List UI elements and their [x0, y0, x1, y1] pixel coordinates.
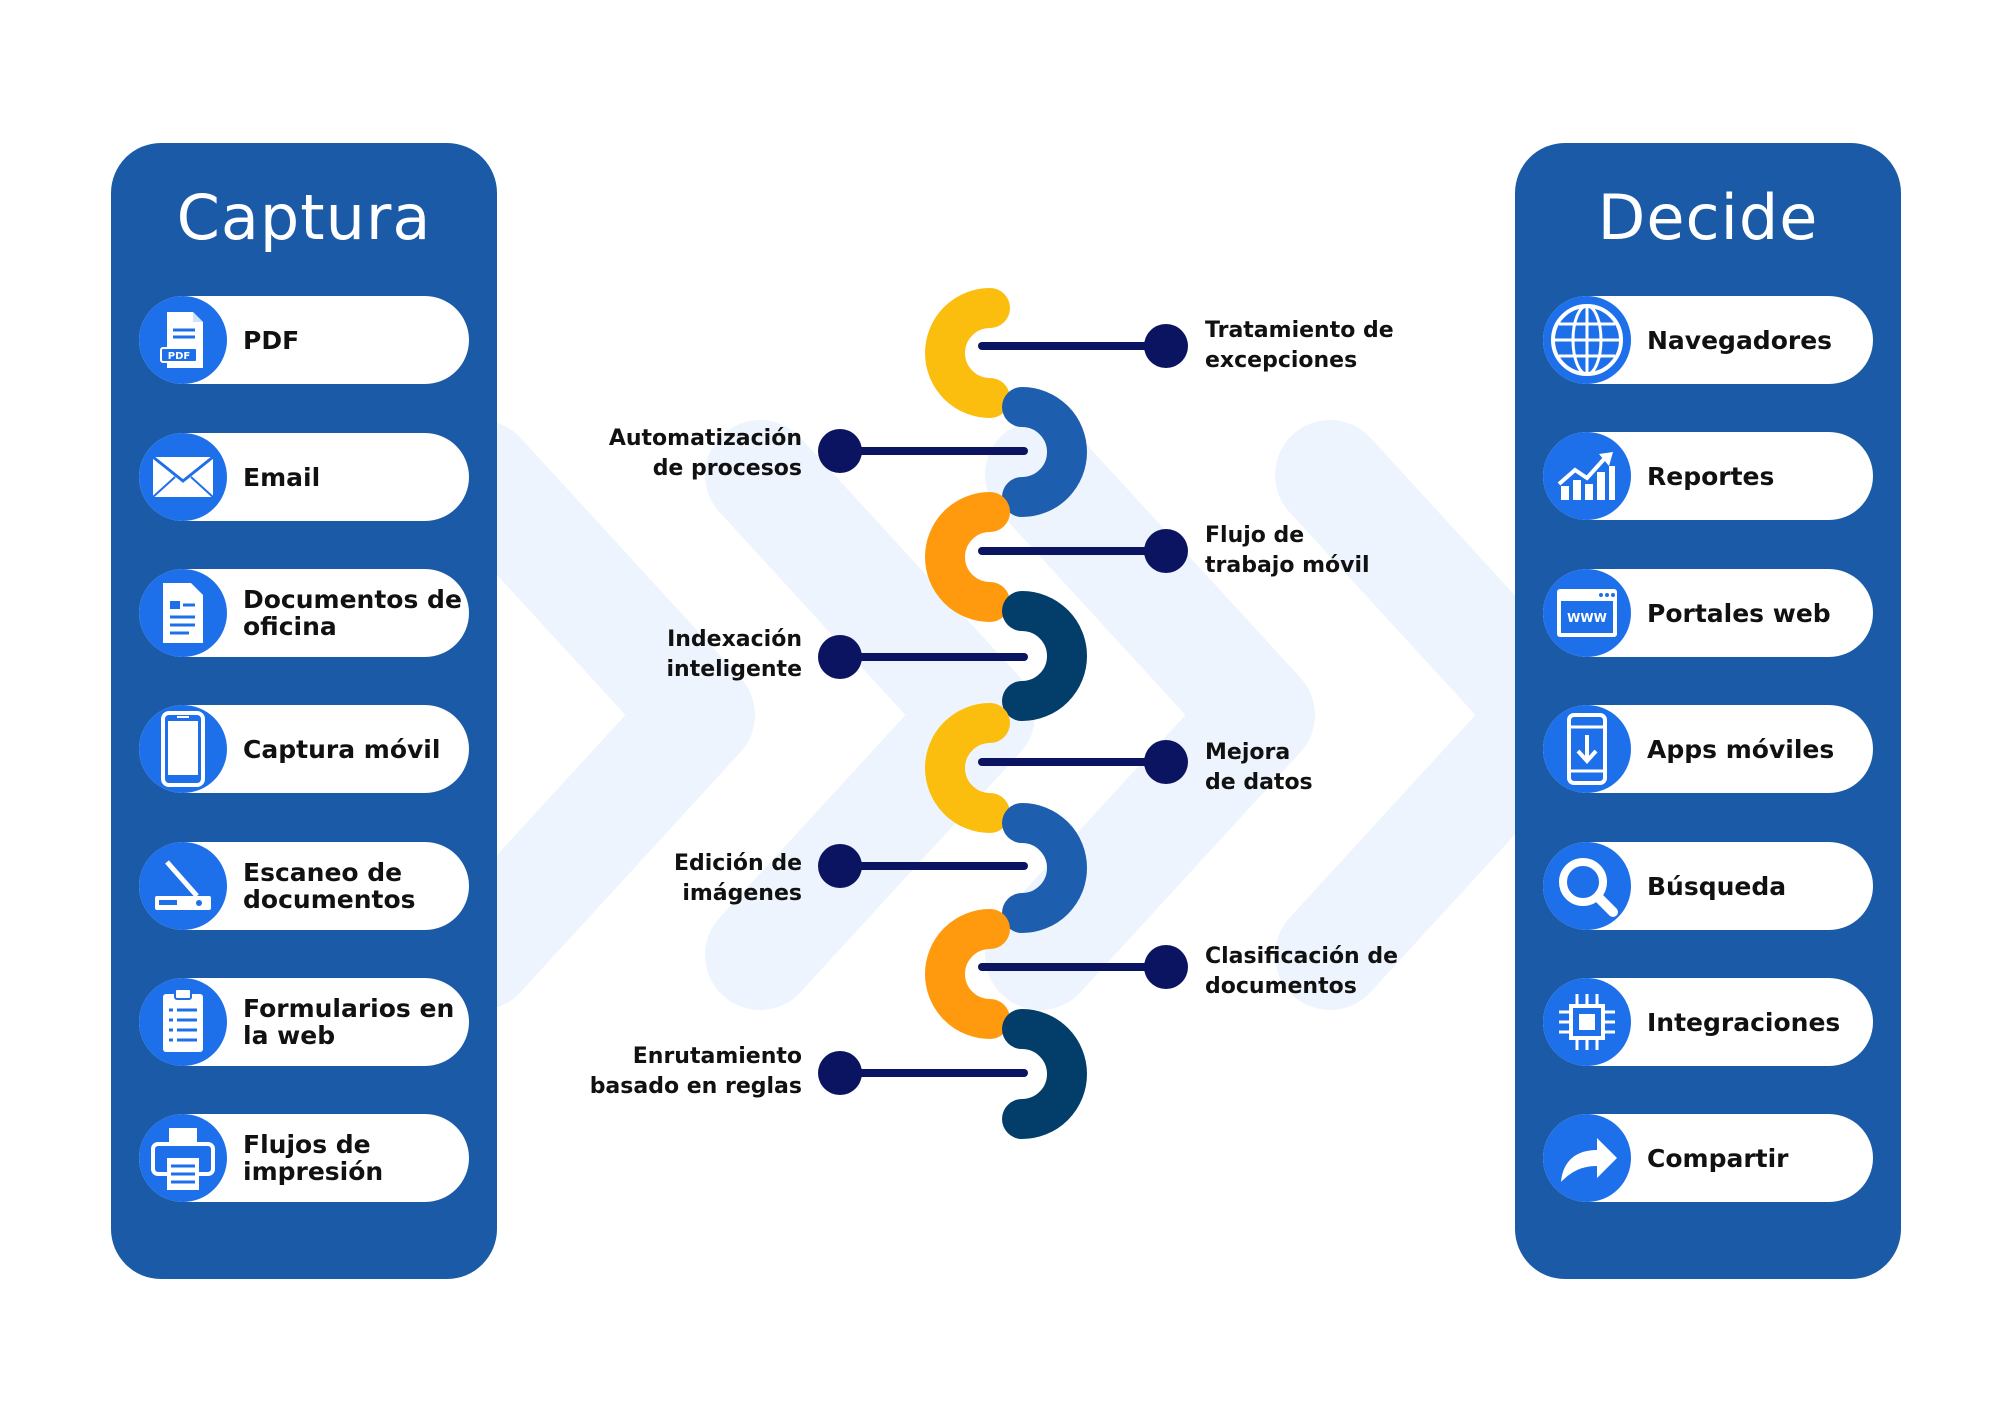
decide-item-search: Búsqueda: [1543, 842, 1873, 930]
svg-text:PDF: PDF: [168, 351, 190, 362]
decide-item-web-portals: WWW Portales web: [1543, 569, 1873, 657]
envelope-icon: [139, 433, 227, 521]
step-label-mobile-workflow: Flujo de trabajo móvil: [1205, 523, 1370, 578]
magnifier-icon: [1543, 842, 1631, 930]
connector-dot: [1144, 529, 1188, 573]
capture-item-scanning: Escaneo de documentos: [139, 842, 469, 930]
capture-item-label: Escaneo de documentos: [243, 858, 416, 914]
document-icon: [139, 569, 227, 657]
capture-item-pdf: PDF PDF: [139, 296, 469, 384]
step-label-process-automation: Automatización de procesos: [608, 426, 802, 481]
capture-title: Captura: [176, 181, 432, 254]
decide-panel: Decide Navegadores Reportes WWW Portales…: [1515, 143, 1901, 1279]
capture-item-web-forms: Formularios en la web: [139, 978, 469, 1066]
step-label-data-enhancement: Mejora de datos: [1205, 740, 1313, 795]
step-label-rule-routing: Enrutamiento basado en reglas: [589, 1044, 802, 1099]
capture-item-email: Email: [139, 433, 469, 521]
arc-yellow-1: [925, 288, 1010, 418]
decide-item-label: Portales web: [1647, 598, 1831, 628]
decide-item-label: Reportes: [1647, 461, 1775, 491]
clipboard-icon: [139, 978, 227, 1066]
arc-orange-1: [925, 492, 1010, 622]
connector-dot: [818, 635, 862, 679]
decide-item-browsers: Navegadores: [1543, 296, 1873, 384]
flow-arcs: [925, 288, 1087, 1139]
capture-item-label: Email: [243, 462, 321, 492]
connector-dot: [818, 429, 862, 473]
capture-item-label: Documentos de oficina: [243, 585, 462, 641]
connector-dot: [1144, 945, 1188, 989]
browser-window-icon: WWW: [1543, 569, 1631, 657]
capture-item-office-docs: Documentos de oficina: [139, 569, 469, 657]
capture-item-print-flows: Flujos de impresión: [139, 1114, 469, 1202]
step-label-smart-indexing: Indexación inteligente: [666, 627, 803, 682]
arc-orange-2: [925, 909, 1010, 1039]
decide-item-label: Compartir: [1647, 1143, 1789, 1173]
globe-icon: [1543, 296, 1631, 384]
arc-blue-2: [1002, 803, 1087, 933]
decide-item-reports: Reportes: [1543, 432, 1873, 520]
chart-icon: [1543, 432, 1631, 520]
decide-item-mobile-apps: Apps móviles: [1543, 705, 1873, 793]
scanner-icon: [139, 842, 227, 930]
arc-navy-2: [1002, 1009, 1087, 1139]
capture-panel: Captura PDF PDF Email Documentos de ofic…: [111, 143, 497, 1279]
capture-item-mobile-capture: Captura móvil: [139, 705, 469, 793]
connectors: [818, 324, 1188, 1095]
printer-icon: [139, 1114, 227, 1202]
arc-blue-1: [1002, 387, 1087, 517]
arc-navy-1: [1002, 591, 1087, 721]
chip-icon: [1543, 978, 1631, 1066]
svg-text:WWW: WWW: [1567, 611, 1607, 625]
smartphone-icon: [139, 705, 227, 793]
capture-item-label: PDF: [243, 325, 300, 355]
chevron-1: [425, 420, 755, 1010]
arc-yellow-2: [925, 703, 1010, 833]
step-label-document-classification: Clasificación de documentos: [1205, 944, 1399, 999]
capture-item-label: Captura móvil: [243, 734, 441, 764]
decide-item-label: Búsqueda: [1647, 871, 1787, 901]
pdf-file-icon: PDF: [139, 296, 227, 384]
connector-dot: [1144, 740, 1188, 784]
decide-item-share: Compartir: [1543, 1114, 1873, 1202]
step-label-exception-handling: Tratamiento de excepciones: [1205, 318, 1394, 373]
decide-item-label: Navegadores: [1647, 325, 1833, 355]
decide-item-label: Apps móviles: [1647, 734, 1835, 764]
decide-title: Decide: [1597, 181, 1819, 254]
connector-dot: [1144, 324, 1188, 368]
connector-dot: [818, 844, 862, 888]
decide-item-integrations: Integraciones: [1543, 978, 1873, 1066]
step-label-image-editing: Edición de imágenes: [673, 851, 802, 906]
capture-item-label: Formularios en la web: [243, 994, 455, 1050]
mobile-download-icon: [1543, 705, 1631, 793]
decide-item-label: Integraciones: [1647, 1007, 1841, 1037]
capture-item-label: Flujos de impresión: [243, 1130, 384, 1186]
connector-dot: [818, 1051, 862, 1095]
share-arrow-icon: [1543, 1114, 1631, 1202]
